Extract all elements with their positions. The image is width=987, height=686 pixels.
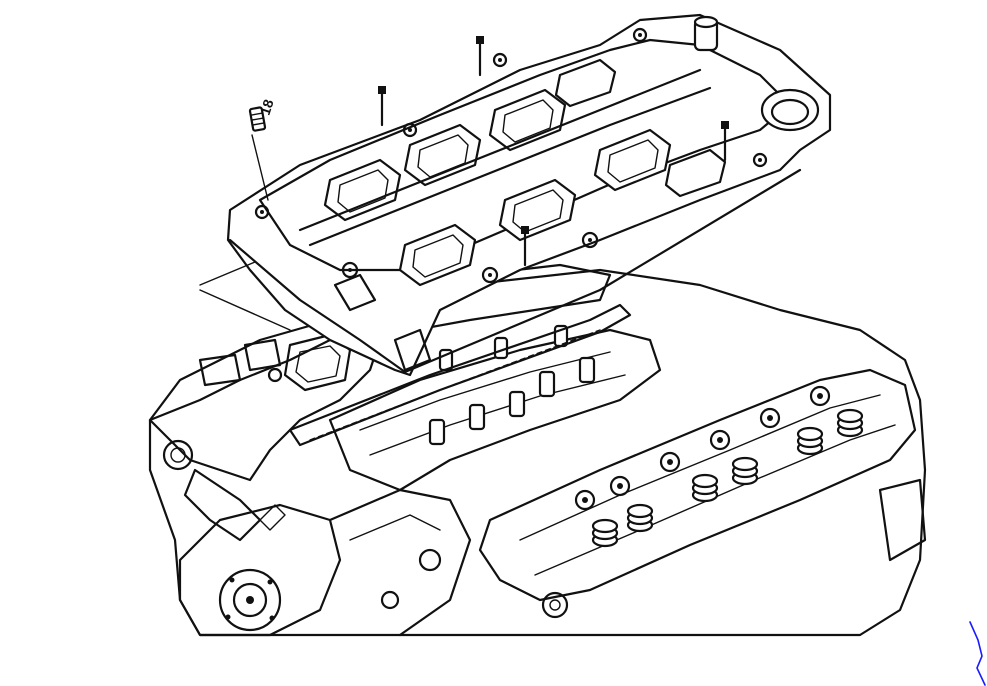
engine-block [148,263,927,637]
alignment-leader-line [199,261,291,331]
pen-mark [969,621,986,686]
intake-manifold [226,13,832,377]
callout-18: 18 [248,97,277,201]
valve-springs [591,408,864,548]
right-cylinder-head [478,368,927,619]
manifold-ports-upper [323,58,617,222]
callout-label: 18 [257,97,277,117]
water-pump [178,488,472,637]
manifold-ports-lower [398,128,727,287]
manifold-studs [378,36,729,267]
lifter-row [428,324,596,446]
intake-manifold-gasket [288,303,632,447]
